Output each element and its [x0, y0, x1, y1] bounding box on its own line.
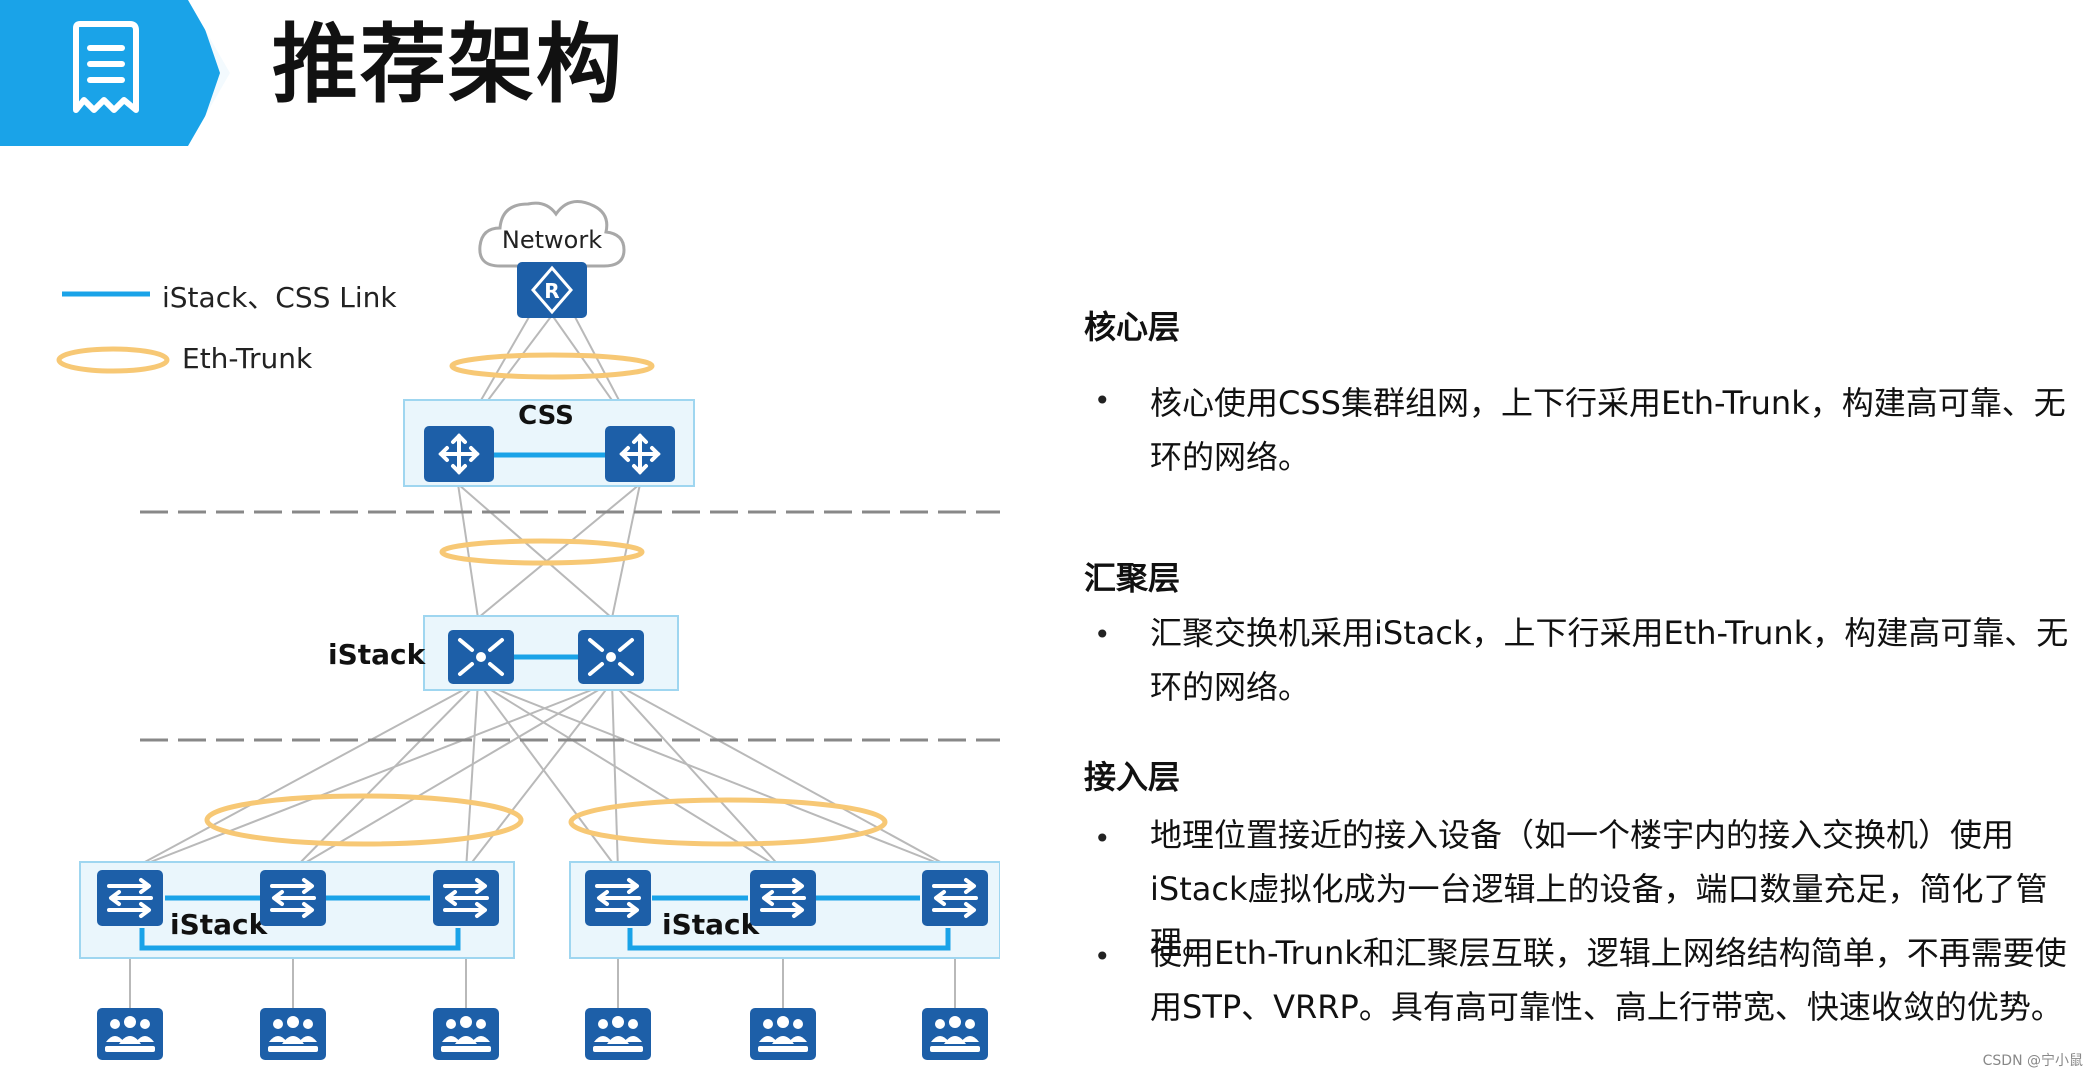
user-group-icon — [433, 1008, 499, 1060]
aggregation-stack-label: iStack — [328, 638, 427, 671]
bullet-marker: • — [1094, 618, 1111, 651]
user-group-icon — [922, 1008, 988, 1060]
access-switch-icon — [585, 870, 651, 926]
user-group-icon — [585, 1008, 651, 1060]
access-switch-icon — [433, 870, 499, 926]
access-switch-icon — [260, 870, 326, 926]
access-layer-heading: 接入层 — [1084, 758, 1181, 796]
core-layer-bullet: 核心使用CSS集群组网，上下行采用Eth-Trunk，构建高可靠、无环的网络。 — [1150, 384, 2066, 476]
eth-trunk-agg-access-right — [568, 797, 888, 847]
aggregation-layer-bullet: 汇聚交换机采用iStack，上下行采用Eth-Trunk，构建高可靠、无环的网络… — [1150, 614, 2069, 706]
bullet-marker: • — [1094, 384, 1111, 417]
document-icon — [73, 21, 139, 113]
access-left-stack-label: iStack — [170, 908, 269, 941]
access-switch-icon — [97, 870, 163, 926]
cloud-icon — [478, 200, 626, 268]
bullet-marker: • — [1094, 822, 1111, 855]
bullet-marker: • — [1094, 940, 1111, 973]
user-group-icon — [97, 1008, 163, 1060]
core-switch-icon — [424, 426, 494, 482]
network-topology-diagram: Network R CSS iStack — [56, 200, 1000, 1060]
eth-trunk-core-agg — [439, 538, 645, 566]
access-layer-bullet-1: 地理位置接近的接入设备（如一个楼宇内的接入交换机）使用iStack虚拟化成为一台… — [1150, 816, 2048, 962]
access-layer-bullet-2: 使用Eth-Trunk和汇聚层互联，逻辑上网络结构简单，不再需要使用STP、VR… — [1150, 934, 2067, 1026]
access-switch-icon — [750, 870, 816, 926]
header-banner — [0, 0, 230, 146]
aggregation-switch-icon — [448, 630, 514, 684]
legend-eth-trunk-label: Eth-Trunk — [182, 342, 313, 375]
core-cluster-label: CSS — [518, 401, 574, 431]
svg-text:R: R — [544, 279, 559, 303]
access-right-stack-label: iStack — [662, 908, 761, 941]
legend-eth-trunk-swatch — [56, 346, 170, 374]
router-icon: R — [517, 262, 587, 318]
access-left-stack-ring — [139, 895, 461, 951]
watermark: CSDN @宁小鼠 — [1982, 1053, 2083, 1069]
eth-trunk-router-core — [449, 352, 655, 380]
page-title: 推荐架构 — [272, 15, 624, 115]
cloud-label: Network — [502, 226, 602, 254]
core-switch-icon — [605, 426, 675, 482]
aggregation-switch-icon — [578, 630, 644, 684]
access-right-stack-ring — [627, 895, 951, 951]
user-group-icon — [260, 1008, 326, 1060]
access-switch-icon — [922, 870, 988, 926]
eth-trunk-agg-access-left — [204, 793, 524, 847]
aggregation-layer-heading: 汇聚层 — [1084, 559, 1181, 597]
legend-stack-link-label: iStack、CSS Link — [162, 281, 397, 314]
user-group-icon — [750, 1008, 816, 1060]
core-layer-heading: 核心层 — [1084, 308, 1181, 346]
